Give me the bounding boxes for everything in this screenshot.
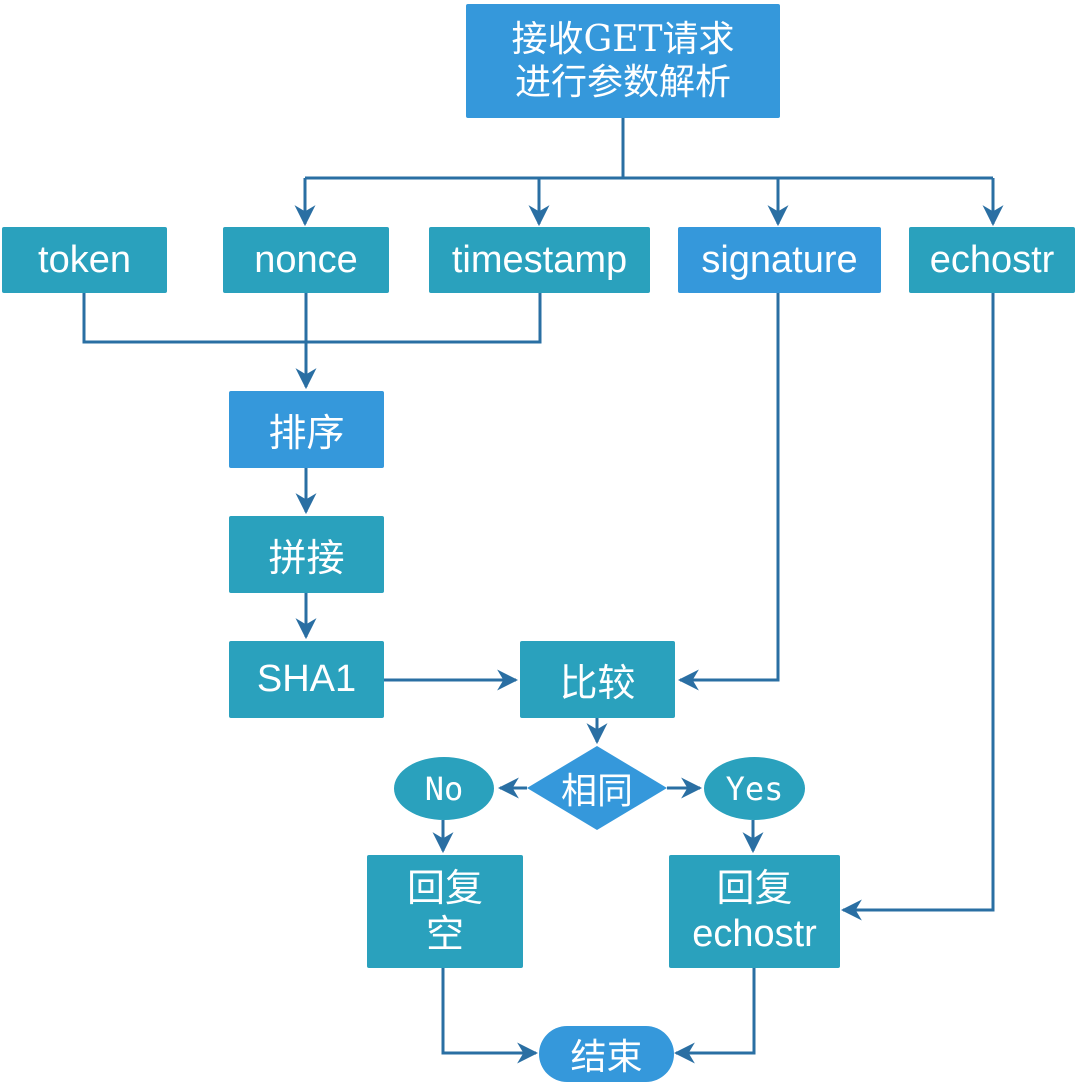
arrow-signature-to-compare xyxy=(677,293,780,691)
same-label: 相同 xyxy=(560,771,633,812)
arrow-echostr-to-reply xyxy=(840,293,995,921)
no-label: No xyxy=(424,769,464,808)
start-line-1: 接收GET请求 xyxy=(511,18,735,60)
reply-echostr-node: 回复 echostr xyxy=(669,855,840,968)
reply-echostr-line-2: echostr xyxy=(692,912,817,955)
sort-label: 排序 xyxy=(268,411,345,455)
start-line-2: 进行参数解析 xyxy=(514,62,731,103)
token-label: token xyxy=(38,238,131,281)
reply-empty-node: 回复 空 xyxy=(367,855,523,968)
sort-node: 排序 xyxy=(229,391,384,468)
nonce-node: nonce xyxy=(223,227,389,293)
reply-empty-line-2: 空 xyxy=(425,911,464,956)
reply-empty-line-1: 回复 xyxy=(406,865,483,910)
arrow-reply-echostr-to-end xyxy=(673,968,756,1064)
nonce-label: nonce xyxy=(254,238,358,281)
end-node: 结束 xyxy=(539,1026,674,1082)
yes-node: Yes xyxy=(704,757,805,820)
signature-label: signature xyxy=(701,238,858,281)
compare-label: 比较 xyxy=(559,661,636,705)
sha1-label: SHA1 xyxy=(256,658,357,700)
concat-node: 拼接 xyxy=(229,516,384,593)
timestamp-label: timestamp xyxy=(451,238,628,281)
echostr-label: echostr xyxy=(929,238,1055,281)
token-node: token xyxy=(2,227,167,293)
compare-node: 比较 xyxy=(520,641,675,718)
connector-token-merge xyxy=(82,293,542,344)
sha1-node: SHA1 xyxy=(229,641,384,718)
timestamp-node: timestamp xyxy=(429,227,650,293)
concat-label: 拼接 xyxy=(268,536,345,580)
echostr-node: echostr xyxy=(909,227,1075,293)
decision-diamond xyxy=(527,746,667,830)
reply-echostr-line-1: 回复 xyxy=(716,865,793,910)
no-node: No xyxy=(394,757,494,820)
arrow-reply-empty-to-end xyxy=(441,968,539,1064)
end-label: 结束 xyxy=(570,1037,643,1078)
start-node: 接收GET请求 进行参数解析 xyxy=(466,4,780,118)
signature-node: signature xyxy=(678,227,881,293)
yes-label: Yes xyxy=(725,769,784,808)
